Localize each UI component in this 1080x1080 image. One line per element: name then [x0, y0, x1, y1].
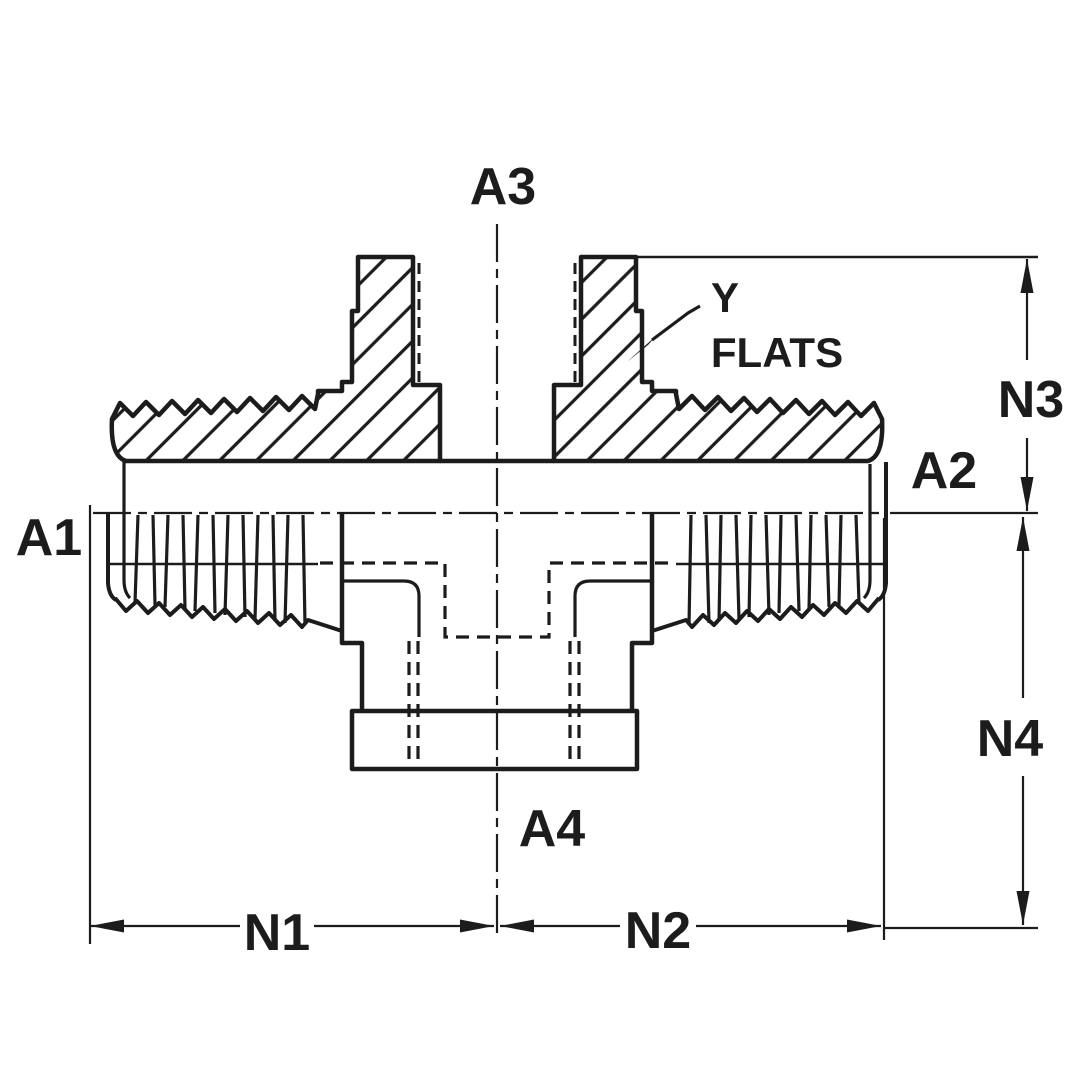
- upper-section-view: [109, 254, 885, 464]
- hex-lower-left-outline: [339, 514, 365, 711]
- dimensions: N1 N2 N3 N4: [88, 255, 1064, 962]
- hidden-bore-right-pair: [568, 641, 581, 767]
- n2-arrow-left: [500, 919, 534, 933]
- dimension-n1: N1: [90, 904, 494, 962]
- n4-arrow-down: [1016, 891, 1030, 925]
- a3-label: A3: [470, 158, 536, 216]
- flats-leader-arrowhead: [627, 335, 657, 362]
- n2-arrow-right: [847, 919, 881, 933]
- dimension-n3: N3: [998, 259, 1064, 511]
- n4-arrow-up: [1016, 517, 1030, 551]
- dimension-n2: N2: [500, 902, 881, 960]
- centerlines: [93, 224, 884, 933]
- n3-arrow-up: [1020, 259, 1034, 293]
- n4-label: N4: [977, 710, 1044, 768]
- right-thread-end-face: [862, 464, 872, 600]
- flats-leader-line: [651, 304, 701, 342]
- n2-label: N2: [625, 902, 691, 960]
- y-label: Y: [711, 274, 739, 321]
- hex-lower-right-outline: [629, 514, 655, 711]
- n1-arrow-left: [90, 919, 124, 933]
- left-thread-root: [113, 596, 343, 633]
- n1-arrow-right: [460, 919, 494, 933]
- hidden-bore-left-pair: [407, 641, 420, 767]
- n3-arrow-down: [1020, 477, 1034, 511]
- flats-callout: Y FLATS: [627, 274, 843, 376]
- left-thread-end-face: [122, 462, 132, 600]
- right-section-hatch: [551, 254, 885, 464]
- bottom-flange: [349, 708, 640, 772]
- spotface-profile-left: [342, 579, 421, 637]
- flats-label: FLATS: [711, 329, 843, 376]
- a1-label: A1: [16, 509, 82, 567]
- left-section-hatch: [109, 254, 443, 464]
- dimension-n4: N4: [977, 517, 1044, 925]
- a2-label: A2: [911, 442, 977, 500]
- a4-label: A4: [519, 800, 586, 858]
- spotface-profile-right: [573, 579, 652, 637]
- n3-label: N3: [998, 371, 1064, 429]
- left-thread-external: [106, 462, 343, 633]
- port-labels: A1 A2 A3 A4: [16, 158, 977, 858]
- right-thread-root: [651, 596, 881, 633]
- n1-label: N1: [244, 904, 310, 962]
